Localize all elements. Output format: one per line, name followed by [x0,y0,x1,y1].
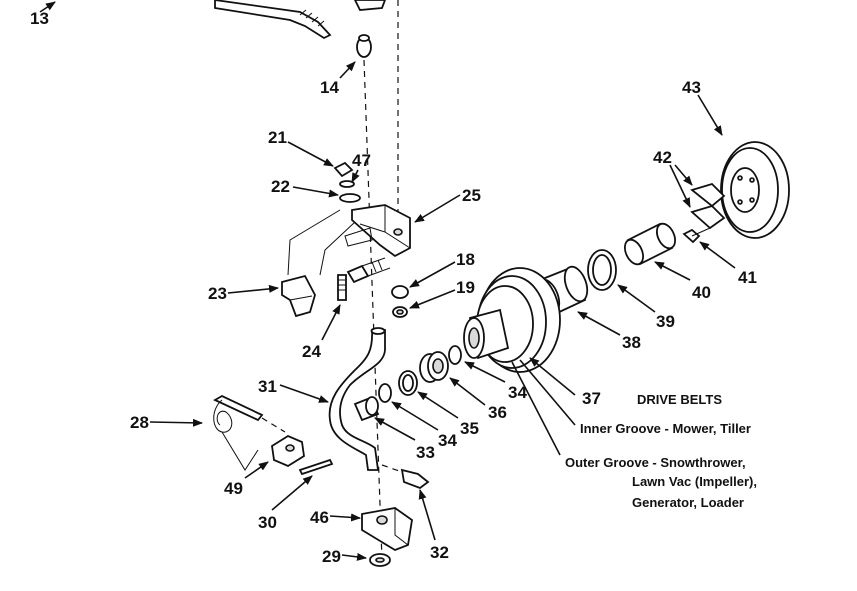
bracket-part-25 [344,204,411,258]
leader-30 [271,475,313,511]
ring-part-35 [398,370,418,396]
leader-43 [697,94,723,136]
leader-47 [351,169,360,183]
hub-part-42 [690,182,726,230]
label-40: 40 [692,283,711,302]
leader-38 [577,311,621,336]
label-41: 41 [738,268,757,287]
leader-34b [391,401,439,431]
leader-19 [409,289,456,309]
leader-14 [339,61,356,79]
label-21: 21 [268,128,287,147]
leader-outer-groove [511,361,561,456]
label-24: 24 [302,342,321,361]
leader-40 [654,261,691,281]
drive-pulley-part-37 [463,267,561,373]
leader-inner-groove [519,359,576,426]
washer-hole-19 [396,309,404,315]
leader-33 [374,417,416,441]
label-47: 47 [352,151,371,170]
label-46: 46 [310,508,329,527]
leader-39 [617,284,656,313]
label-35: 35 [460,419,479,438]
collar-part-33 [353,396,380,422]
dash-link-23 [287,209,341,276]
leader-22 [292,186,339,198]
washer-part-22 [339,193,361,203]
leader-13 [39,1,56,13]
clip-part-32 [381,464,430,490]
clamp-part-23 [281,274,316,318]
label-49: 49 [224,479,243,498]
nut-part-21 [333,161,354,178]
sleeve-part-40 [624,222,676,266]
leader-21 [287,141,334,167]
handle-part-13 [214,0,386,40]
label-43: 43 [682,78,701,97]
outer-groove-text-3: Generator, Loader [632,495,744,510]
pin-part-30 [298,458,334,476]
label-37: 37 [582,389,601,408]
outer-groove-text-2: Lawn Vac (Impeller), [632,474,757,489]
leader-46 [329,513,361,522]
pulley-part-43 [720,141,790,239]
leader-35 [417,391,459,419]
label-32: 32 [430,543,449,562]
leader-42a [674,164,693,186]
leader-32 [418,489,436,541]
leader-42b [669,164,691,208]
leader-41 [699,241,736,269]
label-38: 38 [622,333,641,352]
drive-belts-title: DRIVE BELTS [637,392,722,407]
leader-28 [149,418,203,427]
leader-31 [279,384,329,403]
label-39: 39 [656,312,675,331]
outer-groove-text-1: Outer Groove - Snowthrower, [565,455,746,470]
label-23: 23 [208,284,227,303]
label-34a: 34 [508,383,527,402]
washer-part-34a [448,345,462,365]
leader-49 [244,461,269,479]
arm-part-31 [328,327,386,471]
label-14: 14 [320,78,339,97]
washer-part-34b [378,383,392,403]
dash-link-24 [319,221,356,276]
nut-part-18 [391,285,409,299]
label-18: 18 [456,250,475,269]
label-30: 30 [258,513,277,532]
label-22: 22 [271,177,290,196]
leader-25 [414,194,461,223]
label-25: 25 [462,186,481,205]
label-19: 19 [456,278,475,297]
spring-part-28 [213,394,286,471]
label-36: 36 [488,403,507,422]
bolt-part-24 [337,274,347,301]
pin-part-14 [356,34,372,58]
label-33: 33 [416,443,435,462]
bearing-part-36 [419,351,449,383]
leader-29 [341,552,367,561]
inner-groove-text: Inner Groove - Mower, Tiller [580,421,751,436]
leader-34a [464,361,506,383]
label-29: 29 [322,547,341,566]
leader-37 [529,357,576,396]
label-34b: 34 [438,431,457,450]
screw-parts [346,257,391,284]
nut-part-29 [369,553,391,567]
leader-23 [227,284,279,294]
leader-36 [449,377,486,406]
bracket-part-46 [361,507,413,551]
leader-18 [409,261,456,288]
washer-part-47 [339,180,355,188]
leader-24 [321,304,341,341]
bolt-part-41 [682,227,711,244]
label-28: 28 [130,413,149,432]
centerline-shaft [363,59,383,561]
label-42: 42 [653,148,672,167]
ring-part-39 [587,249,617,291]
block-part-49 [271,434,305,468]
label-31: 31 [258,377,277,396]
label-13: 13 [30,9,49,28]
